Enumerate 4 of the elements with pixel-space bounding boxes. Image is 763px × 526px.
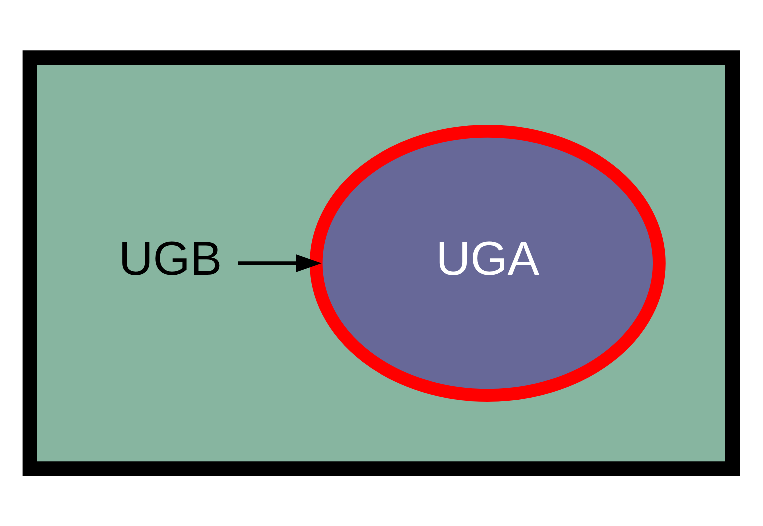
cluster	[22, 50, 740, 476]
node-text: UGB	[118, 232, 222, 286]
node-ellipse: UGA	[310, 124, 666, 402]
arrow	[238, 254, 322, 272]
